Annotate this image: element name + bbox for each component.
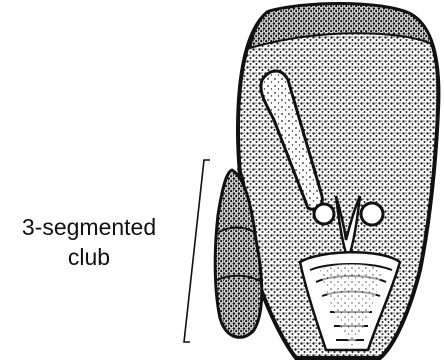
club-label-line2: club — [0, 242, 178, 272]
club-label-line1: 3-segmented — [0, 212, 178, 242]
club-bracket — [184, 160, 210, 342]
right-tubercle — [361, 203, 383, 225]
club-label: 3-segmented club — [0, 212, 178, 272]
left-tubercle — [314, 204, 334, 224]
